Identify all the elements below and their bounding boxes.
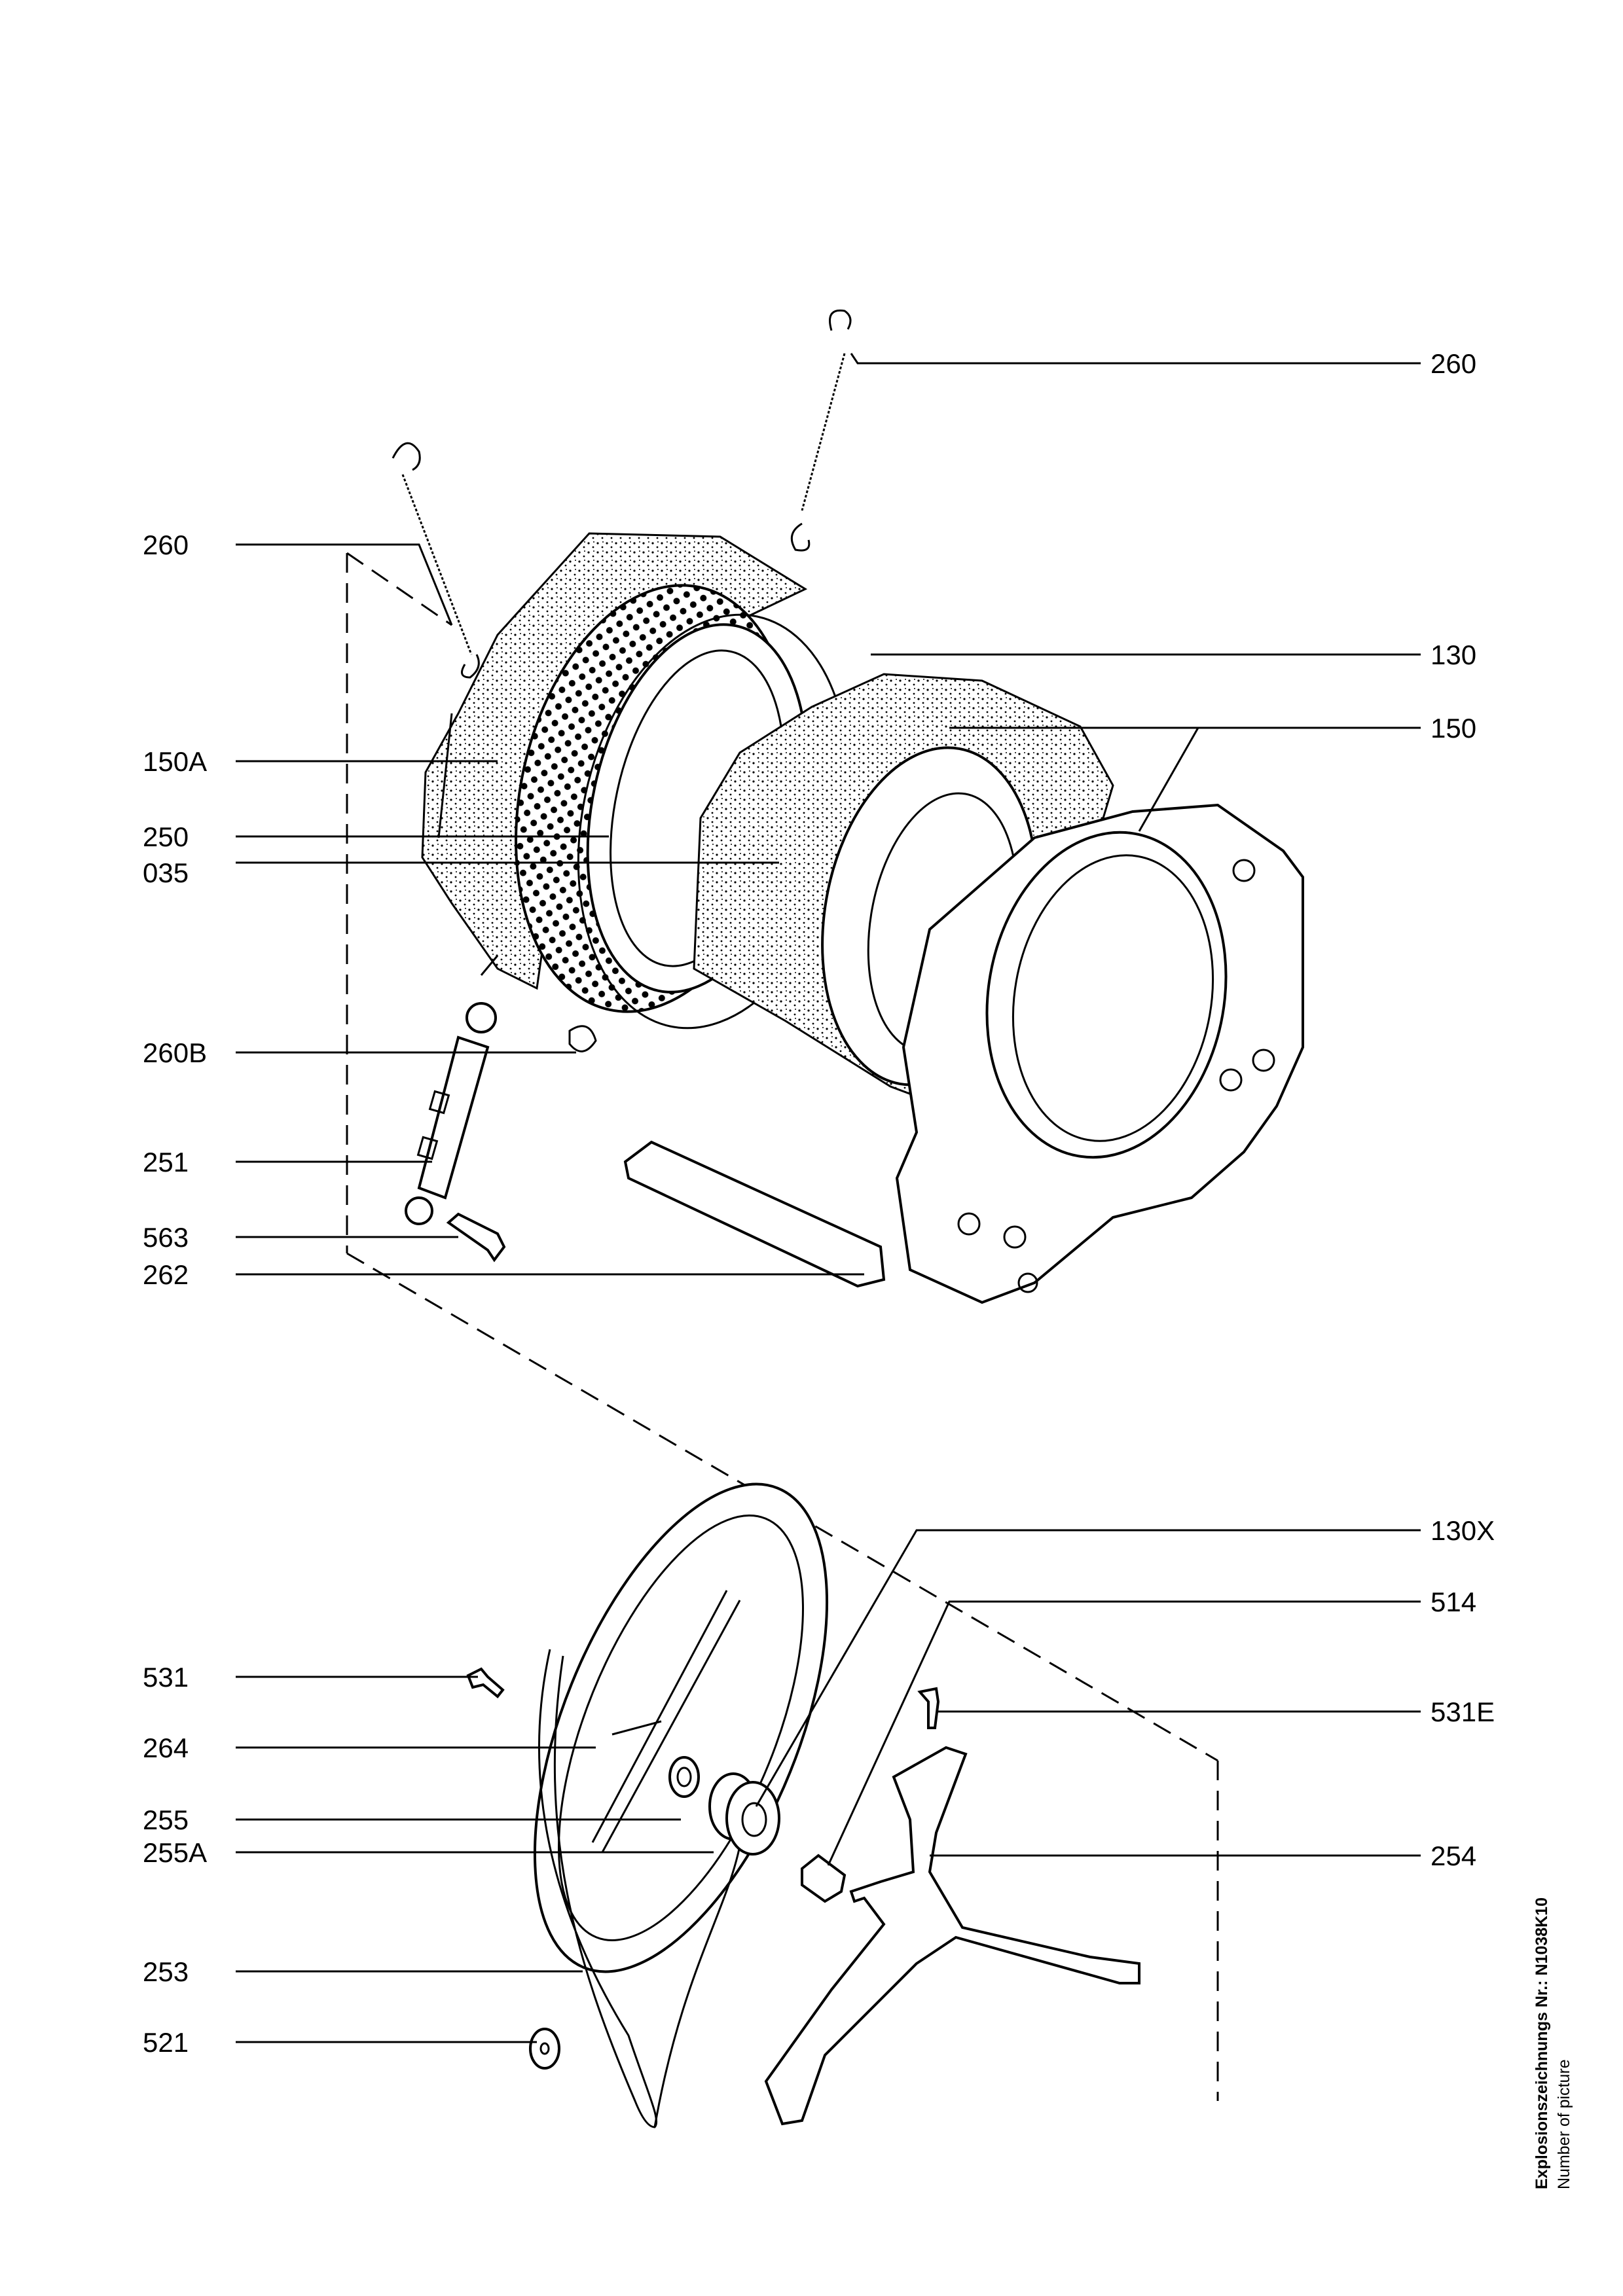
callout-531: 531 (143, 1662, 189, 1693)
pin-563 (446, 1212, 506, 1263)
callout-150: 150 (1431, 713, 1476, 744)
callout-531e: 531E (1431, 1696, 1495, 1727)
washer-521 (529, 2028, 560, 2070)
callout-514: 514 (1431, 1587, 1476, 1617)
drum-spider (764, 1746, 1140, 2126)
callout-035: 035 (143, 857, 189, 888)
callout-130x: 130X (1431, 1515, 1495, 1546)
bearing-255a (708, 1772, 780, 1856)
bracket-262 (623, 1140, 886, 1288)
drawing-number-footer: Explosionszeichnungs Nr.: N1038K10 Numbe… (1533, 1897, 1573, 2189)
callout-262: 262 (143, 1259, 189, 1290)
spring-left (392, 442, 480, 679)
callout-260b: 260B (143, 1037, 207, 1068)
callouts-right: 260 130 150 130X 514 531E 254 (1431, 348, 1495, 1871)
drawing-number-label: Explosionszeichnungs Nr.: N1038K10 (1533, 1897, 1551, 2189)
callout-260-left: 260 (143, 529, 189, 560)
screw-531 (466, 1667, 505, 1698)
leader-lines (236, 353, 1421, 2043)
number-of-picture-caption: Number of picture (1555, 2059, 1573, 2189)
callout-255: 255 (143, 1804, 189, 1835)
drum-pulley (533, 1482, 829, 1973)
dashed-axis-lines (346, 552, 1219, 2101)
bearing-255 (668, 1756, 700, 1798)
callout-150a: 150A (143, 746, 207, 777)
front-frame-counterweight (895, 803, 1304, 1304)
clip-260b (568, 1025, 597, 1052)
spring-right (790, 309, 852, 552)
callout-255a: 255A (143, 1837, 207, 1868)
callouts-left: 260 150A 250 035 260B 251 563 262 531 26… (143, 529, 207, 2058)
callout-563: 563 (143, 1222, 189, 1253)
callout-254: 254 (1431, 1840, 1476, 1871)
callout-250: 250 (143, 821, 189, 852)
callout-253: 253 (143, 1956, 189, 1987)
bushing-514 (801, 1854, 847, 1903)
callout-264: 264 (143, 1732, 189, 1763)
drive-belt (538, 1649, 741, 2128)
screw-531e (917, 1687, 940, 1729)
shock-absorber (405, 1002, 497, 1225)
callout-521: 521 (143, 2027, 189, 2058)
callout-251: 251 (143, 1147, 189, 1177)
callout-260-right: 260 (1431, 348, 1476, 379)
callout-130: 130 (1431, 639, 1476, 670)
